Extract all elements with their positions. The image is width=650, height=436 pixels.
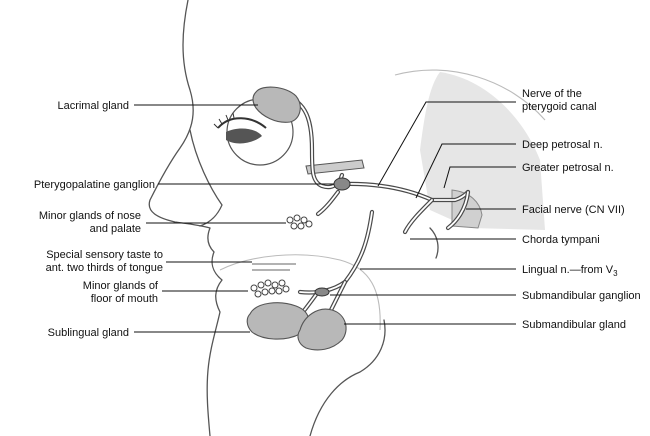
pterygopalatine-ganglion <box>333 177 351 191</box>
submandibular-ganglion <box>314 287 330 297</box>
label-minor-glands-floor-line2: floor of mouth <box>91 293 158 305</box>
head-back-outline <box>309 319 386 436</box>
lacrimal-gland-shape <box>252 86 301 123</box>
lingual-nerve-subscript: 3 <box>613 269 618 278</box>
lingual-nerve-text: Lingual n.—from V <box>522 264 614 276</box>
label-minor-glands-nose-line2: and palate <box>90 223 141 235</box>
skull-base-shading <box>420 72 545 230</box>
label-greater-petrosal: Greater petrosal n. <box>522 162 614 174</box>
label-special-taste-line2: ant. two thirds of tongue <box>46 262 163 274</box>
label-minor-glands-nose-line1: Minor glands of nose <box>39 210 141 222</box>
label-lacrimal-gland: Lacrimal gland <box>57 100 129 112</box>
minor-glands-nose-cluster <box>286 214 313 230</box>
label-chorda-tympani: Chorda tympani <box>522 234 600 246</box>
minor-glands-floor-cluster <box>250 279 290 298</box>
label-submandibular-gland: Submandibular gland <box>522 319 626 331</box>
label-lingual-nerve: Lingual n.—from V3 <box>522 264 618 278</box>
label-sublingual-gland: Sublingual gland <box>48 327 129 339</box>
label-nerve-pterygoid-line2: pterygoid canal <box>522 101 597 113</box>
label-facial-nerve: Facial nerve (CN VII) <box>522 204 625 216</box>
submandibular-gland-shape <box>297 308 347 351</box>
eyelashes <box>213 112 235 129</box>
eye-iris <box>226 128 262 144</box>
eye-upper-lid <box>217 117 267 129</box>
label-pterygopalatine-ganglion: Pterygopalatine ganglion <box>34 179 155 191</box>
label-submandibular-ganglion: Submandibular ganglion <box>522 290 641 302</box>
tongue-lines <box>252 263 296 271</box>
label-special-taste-line1: Special sensory taste to <box>46 249 163 261</box>
bone-shelf <box>305 159 365 175</box>
left-leader-lines <box>134 104 334 333</box>
label-deep-petrosal: Deep petrosal n. <box>522 139 603 151</box>
mastoid-outline <box>429 227 439 259</box>
jaw-line <box>219 254 381 331</box>
nose-inner-contour <box>189 129 223 227</box>
face-profile <box>148 0 223 436</box>
label-nerve-pterygoid-line1: Nerve of the <box>522 88 582 100</box>
label-minor-glands-floor-line1: Minor glands of <box>83 280 159 292</box>
skull-outline <box>394 69 546 121</box>
right-leader-lines <box>330 101 516 325</box>
